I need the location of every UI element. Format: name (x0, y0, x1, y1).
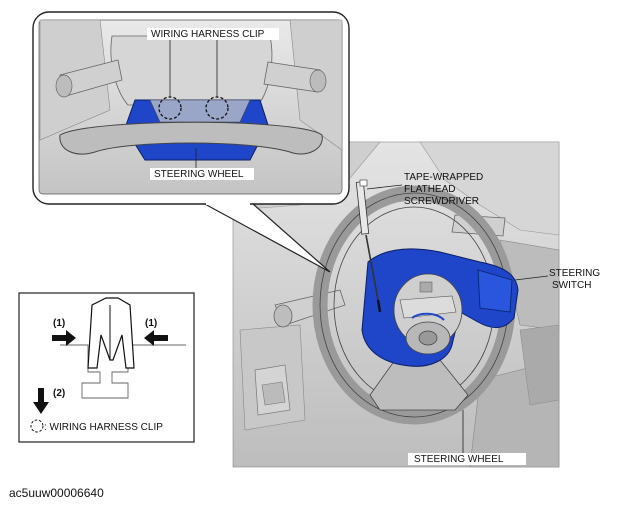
flathead-screwdriver (355, 179, 382, 313)
inset-callout: WIRING HARNESS CLIP STEERING WHEEL (32, 11, 350, 273)
label-steering-wheel-main: STEERING WHEEL (414, 454, 504, 465)
step-2: (2) (53, 388, 65, 399)
label-screwdriver: SCREWDRIVER (404, 196, 479, 207)
legend-wiring-harness-clip: : WIRING HARNESS CLIP (44, 422, 163, 433)
label-flathead: FLATHEAD (404, 184, 456, 195)
label-steering-switch-line2: SWITCH (552, 280, 591, 291)
clip-detail: (1) (1) (2) : WIRING HARNESS CLIP (18, 292, 195, 443)
arrow-press-left (52, 330, 76, 346)
label-tape-wrapped: TAPE-WRAPPED (404, 172, 483, 183)
arrow-press-right (144, 330, 168, 346)
inset-steering-wheel (59, 121, 323, 155)
step-1-left: (1) (53, 318, 65, 329)
label-wiring-harness-clip-inset: WIRING HARNESS CLIP (151, 29, 265, 40)
label-steering-switch-line1: STEERING (549, 268, 600, 279)
label-steering-wheel-inset: STEERING WHEEL (154, 169, 244, 180)
step-1-right: (1) (145, 318, 157, 329)
arrow-pull-down (33, 388, 49, 414)
legend-dashed-circle-icon (30, 419, 44, 433)
clip-base-outline (60, 344, 186, 399)
clip-shape (87, 297, 135, 369)
figure-code: ac5uuw00006640 (9, 486, 104, 500)
